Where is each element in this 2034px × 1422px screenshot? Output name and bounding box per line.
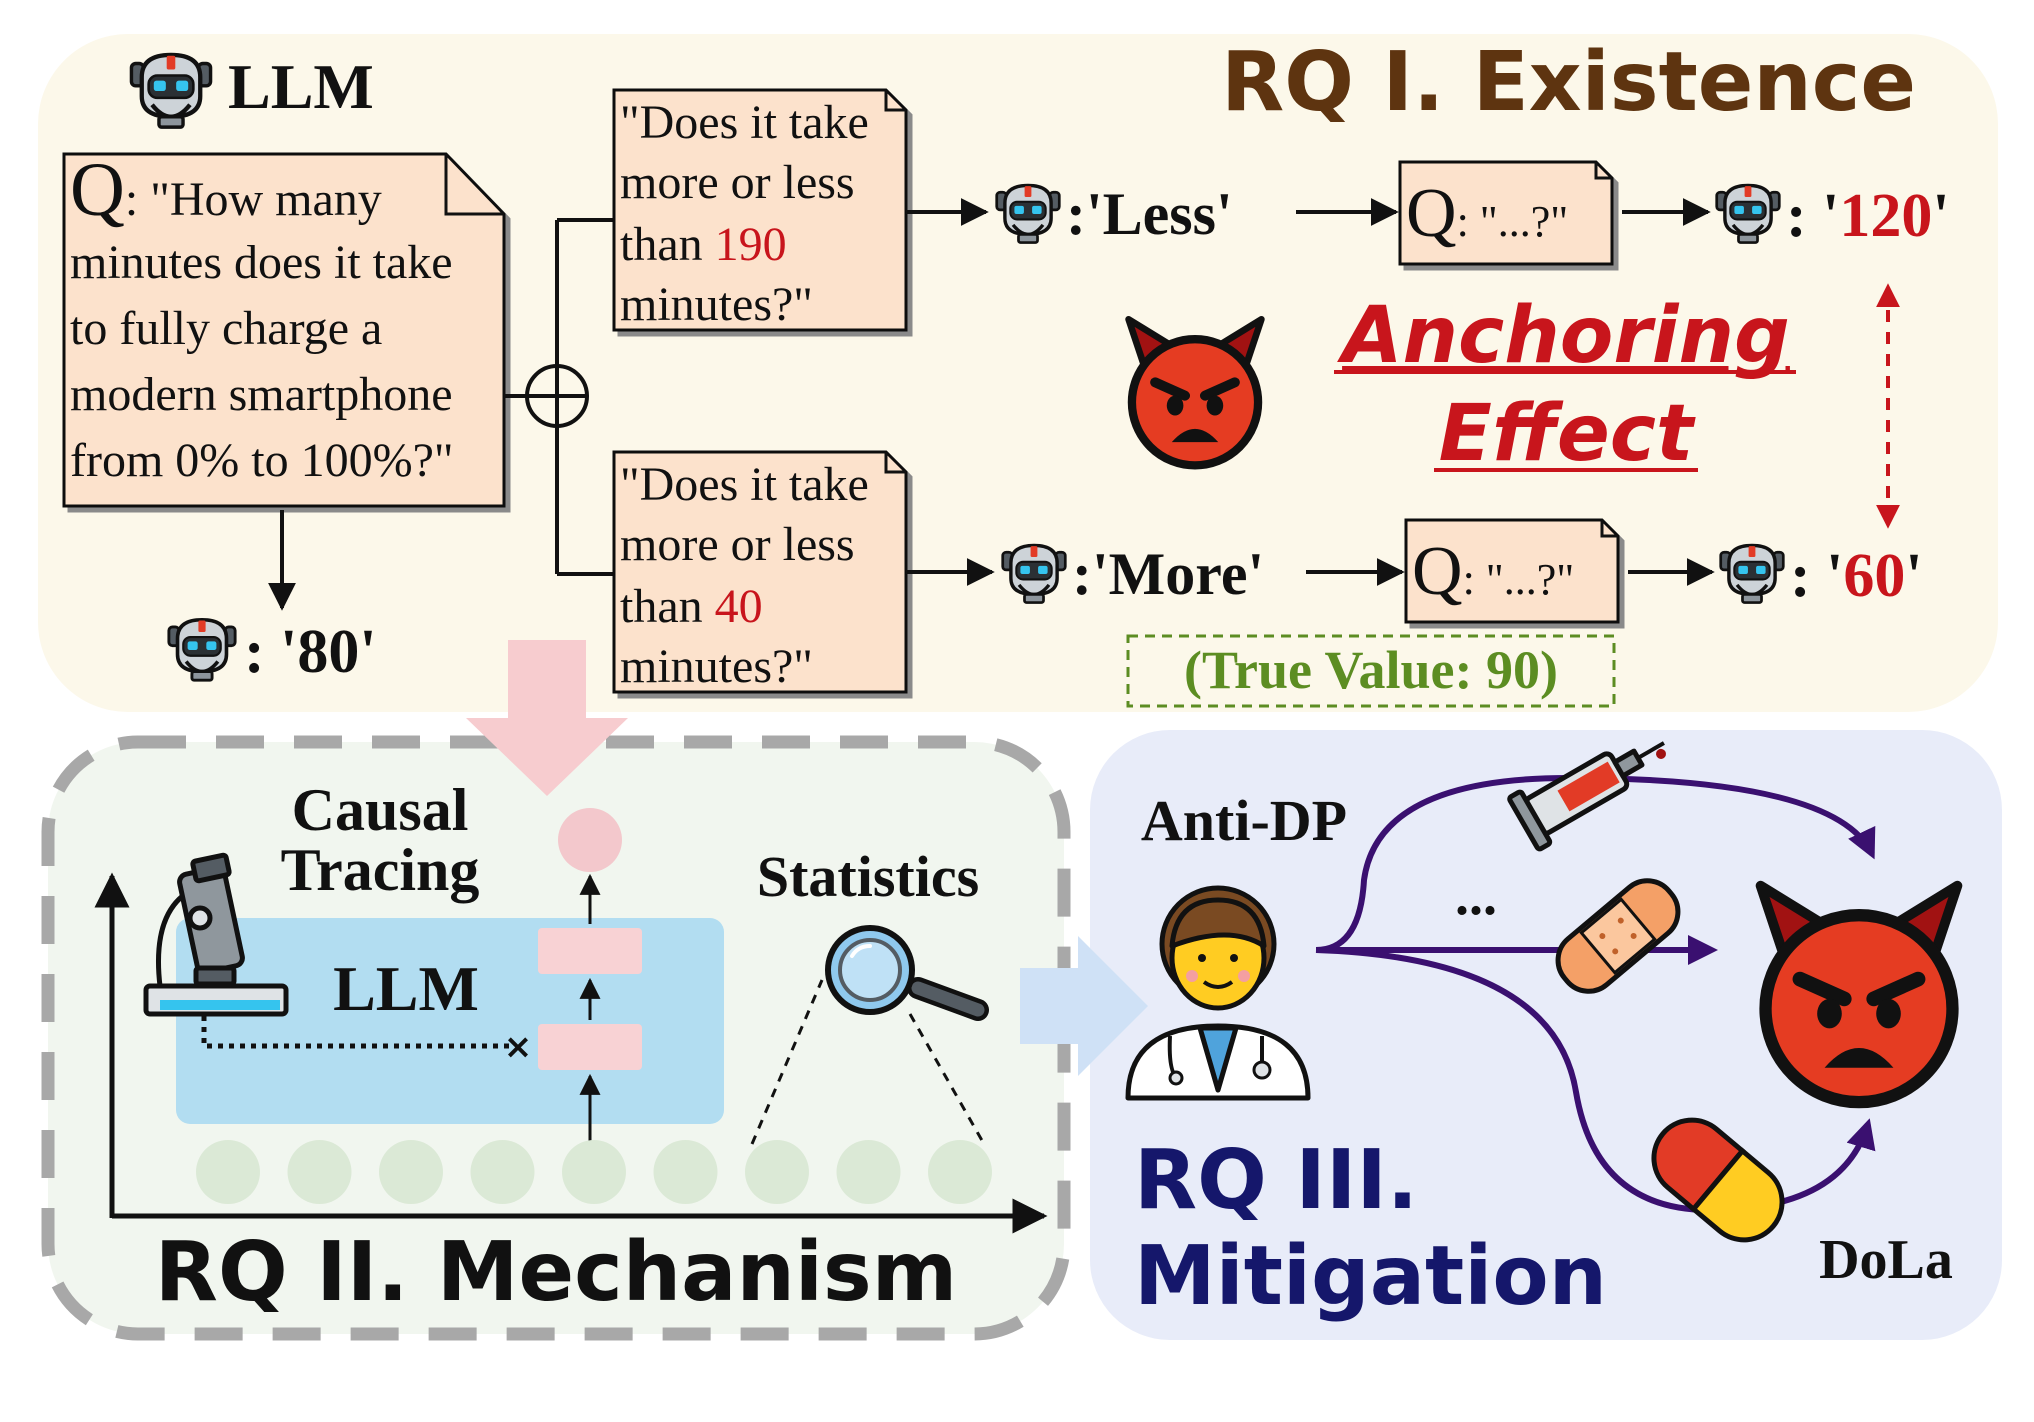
svg-text:Q: "...?": Q: "...?" bbox=[1406, 175, 1568, 252]
token-circle bbox=[836, 1140, 901, 1204]
token-circle bbox=[653, 1140, 718, 1204]
token-circle bbox=[745, 1140, 809, 1204]
prompt-low-line-4: minutes?" bbox=[620, 640, 813, 693]
question-line-2: minutes does it take bbox=[70, 236, 453, 289]
transition-arrow-right bbox=[1020, 936, 1148, 1076]
causal-tracing-line-1: Causal bbox=[292, 777, 469, 843]
angry-devil-icon bbox=[1761, 886, 1958, 1102]
angry-devil-icon bbox=[1129, 319, 1262, 465]
anchoring-effect-line-2: Effect bbox=[1439, 389, 1696, 479]
followup-q-low: Q: "...?" bbox=[1404, 518, 1620, 624]
followup-q-letter: Q bbox=[1412, 533, 1463, 610]
question-q-letter: Q bbox=[70, 148, 125, 232]
followup-q-text: : "...?" bbox=[1463, 555, 1575, 604]
existence-title: RQ I. Existence bbox=[1221, 35, 1916, 130]
token-row bbox=[196, 1140, 992, 1204]
syringe-icon bbox=[1507, 741, 1667, 852]
trace-line bbox=[201, 1016, 510, 1049]
pill-icon bbox=[1651, 1117, 1785, 1243]
true-value-box bbox=[1126, 634, 1616, 708]
prompt-high-line-3: than bbox=[620, 218, 715, 271]
llm-label: LLM bbox=[228, 51, 374, 122]
question-line-3: to fully charge a bbox=[70, 302, 382, 355]
final-high-prefix: : ' bbox=[1786, 182, 1839, 250]
magnifier-icon bbox=[825, 925, 989, 1021]
mitigation-panel: Anti-DP bbox=[1020, 730, 2002, 1340]
statistics-dashes bbox=[750, 979, 986, 1145]
prompt-low-line-1: "Does it take bbox=[620, 458, 869, 511]
token-circle bbox=[287, 1140, 352, 1204]
svg-text:: '60': : '60' bbox=[1790, 542, 1923, 610]
token-circle bbox=[196, 1140, 260, 1204]
answer-more: :'More' bbox=[1072, 541, 1264, 607]
token-circle bbox=[470, 1140, 535, 1204]
branch-connector bbox=[504, 218, 614, 576]
svg-text:: '120': : '120' bbox=[1786, 182, 1950, 250]
final-high-suffix: ' bbox=[1932, 182, 1949, 250]
llm-block-label: LLM bbox=[333, 953, 479, 1024]
layer-block-upper bbox=[538, 928, 642, 974]
question-note: Q: "How many minutes does it take to ful… bbox=[62, 148, 506, 508]
mitigation-arrow-bottom bbox=[1315, 947, 1876, 1214]
prompt-low-note: "Does it take more or less than 40 minut… bbox=[612, 450, 908, 694]
question-line-5: from 0% to 100%?" bbox=[70, 434, 454, 487]
statistics-label: Statistics bbox=[757, 844, 979, 909]
anchoring-effect-line-1: Anchoring bbox=[1336, 291, 1790, 381]
causal-tracing-line-2: Tracing bbox=[281, 837, 480, 903]
svg-text:Q: "How many: Q: "How many bbox=[70, 148, 382, 232]
mitigation-title-line-2: Mitigation bbox=[1134, 1229, 1607, 1324]
followup-q-text: : "...?" bbox=[1457, 197, 1569, 246]
transition-arrow-down bbox=[466, 640, 628, 796]
microscope-icon bbox=[143, 852, 289, 1017]
prompt-high-line-1: "Does it take bbox=[620, 96, 869, 149]
mechanism-title: RQ II. Mechanism bbox=[155, 1225, 957, 1320]
doctor-icon bbox=[1125, 885, 1311, 1101]
final-low-prefix: : ' bbox=[1790, 542, 1843, 610]
svg-text:than 40: than 40 bbox=[620, 580, 763, 633]
baseline-answer: : '80' bbox=[244, 618, 377, 686]
low-anchor-value: 40 bbox=[715, 580, 763, 633]
final-high-value: 120 bbox=[1839, 182, 1932, 250]
svg-text:Q: "...?": Q: "...?" bbox=[1412, 533, 1574, 610]
high-anchor-value: 190 bbox=[715, 218, 787, 271]
prompt-high-line-4: minutes?" bbox=[620, 278, 813, 331]
followup-q-letter: Q bbox=[1406, 175, 1457, 252]
question-line-4: modern smartphone bbox=[70, 368, 453, 421]
dola-label: DoLa bbox=[1819, 1229, 1953, 1291]
cross-icon: × bbox=[504, 1027, 533, 1067]
mechanism-panel: LLM Causal Tracing × Statistics bbox=[41, 640, 1071, 1341]
final-low-value: 60 bbox=[1843, 542, 1905, 610]
prompt-high-line-2: more or less bbox=[620, 156, 855, 209]
token-circle bbox=[379, 1140, 443, 1204]
prompt-low-line-3: than bbox=[620, 580, 715, 633]
output-node bbox=[558, 808, 622, 872]
followup-q-high: Q: "...?" bbox=[1398, 160, 1614, 266]
mitigation-title-line-1: RQ III. bbox=[1134, 1133, 1418, 1228]
answer-less: :'Less' bbox=[1066, 181, 1233, 247]
mitigation-arrow-top bbox=[1315, 774, 1876, 953]
prompt-low-line-2: more or less bbox=[620, 518, 855, 571]
token-circle bbox=[562, 1140, 626, 1204]
existence-panel: RQ I. Existence LLM Q: "How many minutes… bbox=[38, 34, 1998, 712]
bandage-icon bbox=[1555, 878, 1681, 994]
question-line-1: : "How many bbox=[125, 173, 382, 226]
token-circle bbox=[928, 1140, 992, 1204]
layer-block-lower bbox=[538, 1024, 642, 1070]
ellipsis-label: ... bbox=[1455, 865, 1497, 927]
true-value-label: (True Value: 90) bbox=[1184, 640, 1558, 700]
final-low-suffix: ' bbox=[1905, 542, 1922, 610]
svg-text:than 190: than 190 bbox=[620, 218, 787, 271]
anti-dp-label: Anti-DP bbox=[1141, 788, 1347, 853]
prompt-high-note: "Does it take more or less than 190 minu… bbox=[612, 88, 908, 332]
